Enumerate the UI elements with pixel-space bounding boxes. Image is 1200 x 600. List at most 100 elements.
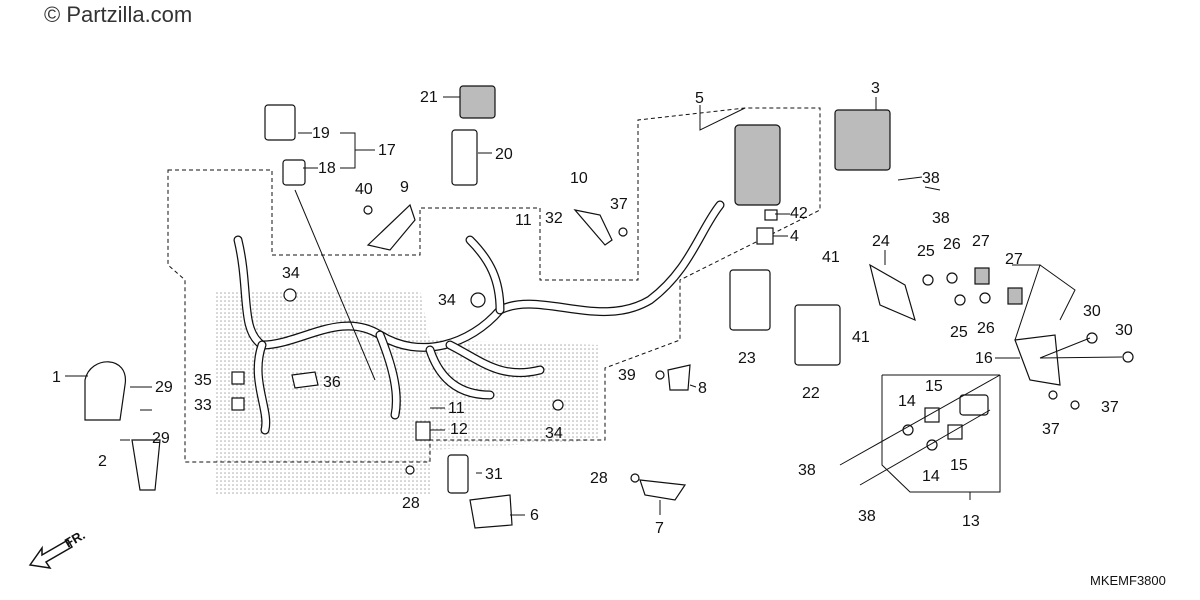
part-21 bbox=[459, 85, 496, 119]
part-25b bbox=[954, 294, 966, 306]
parts bbox=[84, 85, 1134, 529]
callout-7: 7 bbox=[655, 520, 664, 537]
callout-5: 5 bbox=[695, 90, 704, 107]
callout-37a: 37 bbox=[610, 196, 628, 213]
part-20 bbox=[451, 129, 478, 186]
part-18 bbox=[282, 159, 306, 186]
callout-35: 35 bbox=[194, 372, 212, 389]
callout-38a: 38 bbox=[922, 170, 940, 187]
callout-31: 31 bbox=[485, 466, 503, 483]
callout-26a: 26 bbox=[943, 236, 961, 253]
part-19 bbox=[264, 104, 296, 141]
part-4 bbox=[756, 227, 774, 245]
part-36 bbox=[291, 371, 319, 389]
callout-6: 6 bbox=[530, 507, 539, 524]
part-12 bbox=[415, 421, 431, 441]
part-34 bbox=[470, 292, 486, 308]
part-30a bbox=[1086, 332, 1098, 344]
callout-25a: 25 bbox=[917, 243, 935, 260]
callout-20: 20 bbox=[495, 146, 513, 163]
part-8 bbox=[667, 364, 691, 391]
front-direction-indicator: FR. bbox=[28, 527, 88, 569]
callout-26b: 26 bbox=[977, 320, 995, 337]
callout-40: 40 bbox=[355, 181, 373, 198]
part-25a bbox=[922, 274, 934, 286]
callout-15b: 15 bbox=[950, 457, 968, 474]
part-27a bbox=[974, 267, 990, 285]
part-6 bbox=[469, 494, 513, 529]
callout-18: 18 bbox=[318, 160, 336, 177]
callout-29b: 29 bbox=[152, 430, 170, 447]
part-42 bbox=[764, 209, 778, 221]
assembly-outline-13 bbox=[969, 375, 1001, 500]
callout-42: 42 bbox=[790, 205, 808, 222]
wire-harness bbox=[233, 200, 725, 435]
callout-33: 33 bbox=[194, 397, 212, 414]
callout-24: 24 bbox=[872, 233, 890, 250]
callout-28a: 28 bbox=[402, 495, 420, 512]
callout-29a: 29 bbox=[155, 379, 173, 396]
callout-17: 17 bbox=[378, 142, 396, 159]
callout-2: 2 bbox=[98, 453, 107, 470]
part-37a bbox=[618, 227, 628, 237]
callout-9: 9 bbox=[400, 179, 409, 196]
part-39 bbox=[655, 370, 665, 380]
part-28a bbox=[405, 465, 415, 475]
callout-13: 13 bbox=[962, 513, 980, 530]
callout-34c: 34 bbox=[545, 425, 563, 442]
callout-34b: 34 bbox=[438, 292, 456, 309]
part-33 bbox=[231, 397, 245, 411]
callout-14b: 14 bbox=[922, 468, 940, 485]
callout-labels: 1 2 3 4 5 6 7 8 9 10 11 11 12 13 14 14 1… bbox=[52, 80, 1133, 537]
part-23 bbox=[729, 269, 771, 331]
callout-16: 16 bbox=[975, 350, 993, 367]
part-31 bbox=[447, 454, 469, 494]
front-arrow-icon bbox=[28, 538, 74, 569]
shading-area bbox=[215, 290, 600, 495]
callout-38c: 38 bbox=[798, 462, 816, 479]
callout-41b: 41 bbox=[852, 329, 870, 346]
part-40 bbox=[363, 205, 373, 215]
callout-23: 23 bbox=[738, 350, 756, 367]
callout-34a: 34 bbox=[282, 265, 300, 282]
part-35 bbox=[231, 371, 245, 385]
callout-28b: 28 bbox=[590, 470, 608, 487]
callout-27b: 27 bbox=[1005, 251, 1023, 268]
callout-25b: 25 bbox=[950, 324, 968, 341]
part-9 bbox=[366, 203, 416, 251]
callout-15a: 15 bbox=[925, 378, 943, 395]
callout-21: 21 bbox=[420, 89, 438, 106]
part-10 bbox=[573, 209, 613, 246]
callout-38b: 38 bbox=[932, 210, 950, 227]
part-3 bbox=[834, 109, 891, 171]
callout-22: 22 bbox=[802, 385, 820, 402]
callout-8: 8 bbox=[698, 380, 707, 397]
callout-1: 1 bbox=[52, 369, 61, 386]
callout-11a: 11 bbox=[515, 212, 532, 229]
part-26b bbox=[979, 292, 991, 304]
callout-19: 19 bbox=[312, 125, 330, 142]
callout-30b: 30 bbox=[1115, 322, 1133, 339]
callout-41a: 41 bbox=[822, 249, 840, 266]
leader-lines bbox=[65, 96, 1123, 516]
part-13-sensor bbox=[959, 394, 989, 416]
callout-32: 32 bbox=[545, 210, 563, 227]
part-28b bbox=[630, 473, 640, 483]
part-27b bbox=[1007, 287, 1023, 305]
part-2 bbox=[131, 439, 161, 491]
callout-4: 4 bbox=[790, 228, 799, 245]
part-16 bbox=[1014, 334, 1061, 386]
part-30b bbox=[1122, 351, 1134, 363]
part-5-connector bbox=[734, 124, 781, 206]
callout-12: 12 bbox=[450, 421, 468, 438]
watermark: © Partzilla.com bbox=[44, 2, 192, 27]
part-34b bbox=[283, 288, 297, 302]
callout-10: 10 bbox=[570, 170, 588, 187]
part-22 bbox=[794, 304, 841, 366]
callout-36: 36 bbox=[323, 374, 341, 391]
callout-30a: 30 bbox=[1083, 303, 1101, 320]
callout-14a: 14 bbox=[898, 393, 916, 410]
assembly-outline-13-left bbox=[881, 374, 1000, 493]
callout-38d: 38 bbox=[858, 508, 876, 525]
